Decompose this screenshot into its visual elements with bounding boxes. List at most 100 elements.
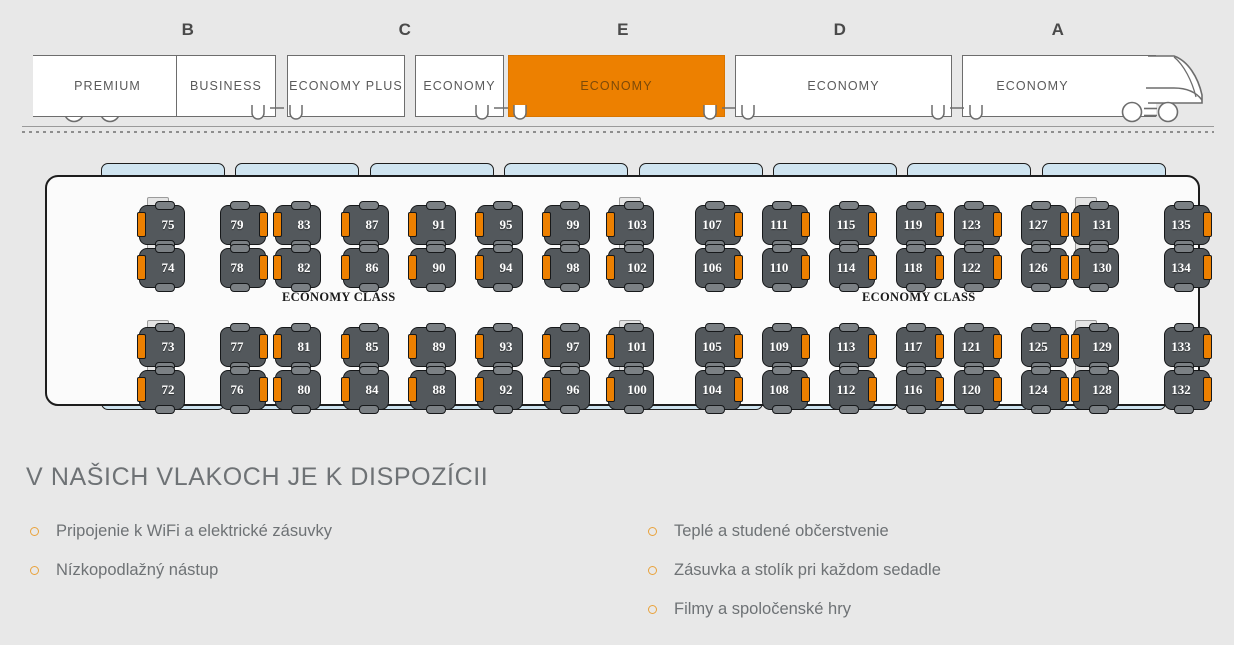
seat-armrest: [734, 377, 743, 402]
seat-102[interactable]: 102: [606, 244, 654, 292]
seat-headrest: [291, 244, 311, 253]
seat-129[interactable]: 129: [1071, 323, 1119, 371]
seat-84[interactable]: 84: [341, 366, 389, 414]
seat-115[interactable]: 115: [829, 201, 877, 249]
seat-headrest: [426, 323, 446, 332]
seat-headrest: [426, 201, 446, 210]
seat-headrest: [359, 323, 379, 332]
seat-armrest: [542, 334, 551, 359]
seat-number: 111: [769, 217, 789, 232]
seat-base: [1031, 283, 1051, 292]
seat-73[interactable]: 73: [137, 323, 185, 371]
seat-number: 82: [297, 260, 311, 275]
seat-110[interactable]: 110: [762, 244, 810, 292]
seat-armrest: [341, 212, 350, 237]
seat-number: 79: [230, 217, 244, 232]
seat-116[interactable]: 116: [896, 366, 944, 414]
seat-number: 100: [627, 382, 647, 397]
seat-128[interactable]: 128: [1071, 366, 1119, 414]
seat-127[interactable]: 127: [1021, 201, 1069, 249]
seat-100[interactable]: 100: [606, 366, 654, 414]
seat-76[interactable]: 76: [220, 366, 268, 414]
seat-95[interactable]: 95: [475, 201, 523, 249]
seat-132[interactable]: 132: [1164, 366, 1212, 414]
seat-108[interactable]: 108: [762, 366, 810, 414]
carriage-economy-d[interactable]: ECONOMY: [735, 55, 952, 117]
seat-armrest: [935, 377, 944, 402]
seat-headrest: [906, 366, 926, 375]
seat-119[interactable]: 119: [896, 201, 944, 249]
seat-85[interactable]: 85: [341, 323, 389, 371]
seat-99[interactable]: 99: [542, 201, 590, 249]
seat-81[interactable]: 81: [273, 323, 321, 371]
seat-75[interactable]: 75: [137, 201, 185, 249]
seat-112[interactable]: 112: [829, 366, 877, 414]
seat-headrest: [705, 244, 725, 253]
seat-89[interactable]: 89: [408, 323, 456, 371]
seat-121[interactable]: 121: [954, 323, 1002, 371]
carriage-economy-plus[interactable]: ECONOMY PLUS: [287, 55, 405, 117]
seat-74[interactable]: 74: [137, 244, 185, 292]
seat-number: 84: [365, 382, 379, 397]
seat-118[interactable]: 118: [896, 244, 944, 292]
seat-86[interactable]: 86: [341, 244, 389, 292]
seat-105[interactable]: 105: [695, 323, 743, 371]
seat-88[interactable]: 88: [408, 366, 456, 414]
seat-82[interactable]: 82: [273, 244, 321, 292]
seat-106[interactable]: 106: [695, 244, 743, 292]
seat-109[interactable]: 109: [762, 323, 810, 371]
seat-111[interactable]: 111: [762, 201, 810, 249]
seat-122[interactable]: 122: [954, 244, 1002, 292]
seat-96[interactable]: 96: [542, 366, 590, 414]
seat-91[interactable]: 91: [408, 201, 456, 249]
seat-armrest: [475, 255, 484, 280]
seat-113[interactable]: 113: [829, 323, 877, 371]
seat-80[interactable]: 80: [273, 366, 321, 414]
seat-90[interactable]: 90: [408, 244, 456, 292]
seat-124[interactable]: 124: [1021, 366, 1069, 414]
seat-134[interactable]: 134: [1164, 244, 1212, 292]
seat-armrest: [1060, 334, 1069, 359]
seat-headrest: [1031, 366, 1051, 375]
seat-79[interactable]: 79: [220, 201, 268, 249]
seat-92[interactable]: 92: [475, 366, 523, 414]
seat-114[interactable]: 114: [829, 244, 877, 292]
seat-97[interactable]: 97: [542, 323, 590, 371]
seat-94[interactable]: 94: [475, 244, 523, 292]
seat-headrest: [624, 366, 644, 375]
seat-103[interactable]: 103: [606, 201, 654, 249]
seat-armrest: [868, 377, 877, 402]
seat-104[interactable]: 104: [695, 366, 743, 414]
seat-number: 127: [1028, 217, 1048, 232]
seat-98[interactable]: 98: [542, 244, 590, 292]
seat-101[interactable]: 101: [606, 323, 654, 371]
seat-131[interactable]: 131: [1071, 201, 1119, 249]
seat-130[interactable]: 130: [1071, 244, 1119, 292]
seat-83[interactable]: 83: [273, 201, 321, 249]
seat-headrest: [772, 366, 792, 375]
seat-number: 107: [702, 217, 722, 232]
seat-77[interactable]: 77: [220, 323, 268, 371]
seat-126[interactable]: 126: [1021, 244, 1069, 292]
seat-72[interactable]: 72: [137, 366, 185, 414]
seat-headrest: [493, 201, 513, 210]
seat-number: 97: [566, 339, 580, 354]
carriage-premium[interactable]: PREMIUM: [33, 55, 183, 117]
seat-117[interactable]: 117: [896, 323, 944, 371]
seat-number: 76: [230, 382, 244, 397]
seat-123[interactable]: 123: [954, 201, 1002, 249]
carriage-economy-e-selected[interactable]: ECONOMY: [508, 55, 725, 117]
seat-133[interactable]: 133: [1164, 323, 1212, 371]
seat-120[interactable]: 120: [954, 366, 1002, 414]
seat-135[interactable]: 135: [1164, 201, 1212, 249]
seat-armrest: [341, 377, 350, 402]
seat-87[interactable]: 87: [341, 201, 389, 249]
seat-base: [1174, 405, 1194, 414]
seat-125[interactable]: 125: [1021, 323, 1069, 371]
carriage-economy-c[interactable]: ECONOMY: [415, 55, 504, 117]
seat-107[interactable]: 107: [695, 201, 743, 249]
amenity-left-2: Nízkopodlažný nástup: [30, 561, 218, 580]
seat-78[interactable]: 78: [220, 244, 268, 292]
seat-back: [220, 248, 266, 288]
seat-93[interactable]: 93: [475, 323, 523, 371]
